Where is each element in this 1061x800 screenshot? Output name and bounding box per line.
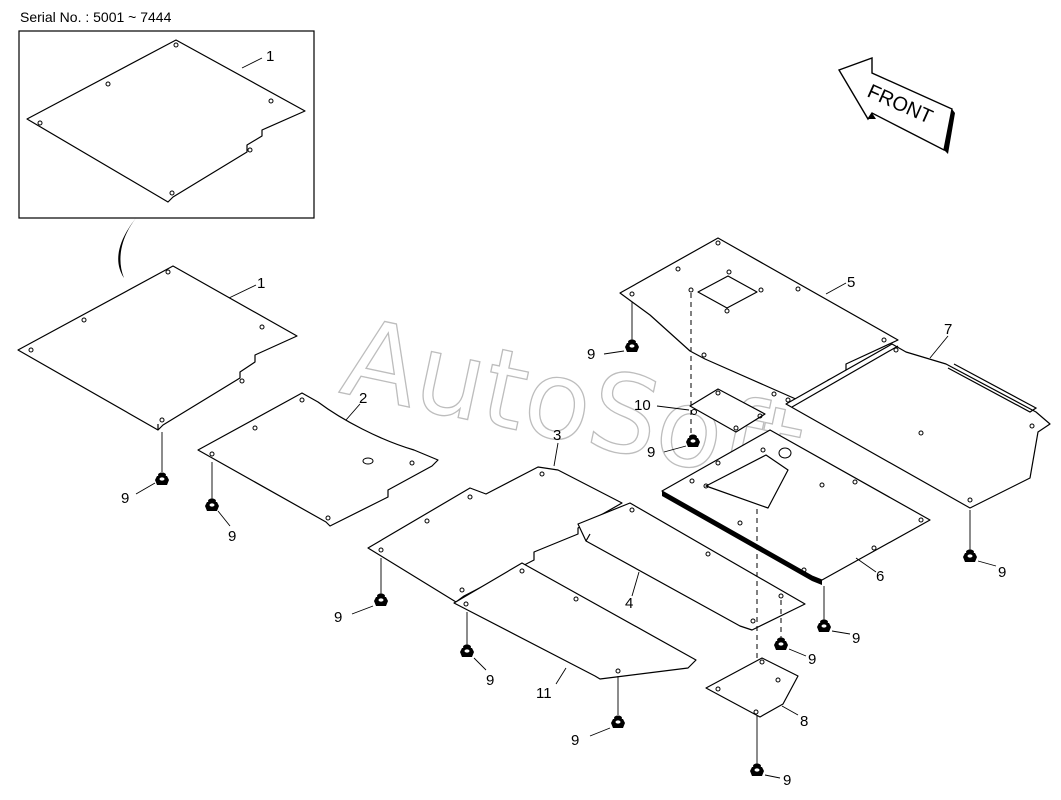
serial-inset: 1	[18, 30, 315, 219]
callout-bolt-9: 9	[121, 490, 129, 507]
callout-part-1: 1	[257, 275, 265, 292]
callout-bolt-9: 9	[334, 609, 342, 626]
callout-bolt-9: 9	[486, 672, 494, 689]
callout-part-8: 8	[800, 713, 808, 730]
bolt-icon	[750, 763, 764, 776]
front-arrow: FRONT	[837, 57, 955, 154]
bolt-icon	[817, 619, 831, 632]
floor-plate-2: 2 9	[197, 390, 439, 545]
bolt-icon	[774, 637, 788, 650]
callout-part-11: 11	[536, 685, 552, 702]
callout-part-5: 5	[847, 274, 855, 291]
bolt-icon	[625, 339, 639, 352]
callout-bolt-9: 9	[852, 630, 860, 647]
serial-number-label: Serial No. : 5001 ~ 7444	[20, 9, 172, 25]
callout-part-7: 7	[944, 321, 952, 338]
callout-bolt-9: 9	[998, 564, 1006, 581]
callout-part-10: 10	[634, 397, 651, 414]
bolt-icon	[374, 593, 388, 606]
callout-part-4: 4	[625, 595, 633, 612]
floor-plate-1: 1 9	[17, 265, 298, 507]
inset-pointer	[118, 218, 136, 278]
callout-inset-1: 1	[266, 48, 274, 65]
bolt-icon	[155, 472, 169, 485]
callout-bolt-9: 9	[228, 528, 236, 545]
floor-plate-11: 11 9 9	[453, 562, 697, 749]
callout-bolt-9: 9	[783, 772, 791, 789]
floor-plate-3: 3 9	[334, 427, 623, 626]
bolt-icon	[611, 715, 625, 728]
callout-bolt-9: 9	[647, 444, 655, 461]
cover-plate-10: 10 9	[634, 293, 766, 461]
floor-plate-4: 4 9	[577, 502, 816, 668]
callout-bolt-9: 9	[808, 651, 816, 668]
floor-plate-7: 7 9	[785, 321, 1051, 581]
bolt-icon	[205, 498, 219, 511]
callout-part-3: 3	[553, 427, 561, 444]
bolt-icon	[460, 644, 474, 657]
callout-bolt-9: 9	[571, 732, 579, 749]
callout-part-2: 2	[359, 390, 367, 407]
callout-part-6: 6	[876, 568, 884, 585]
cover-plate-8: 8 9	[705, 509, 808, 789]
callout-bolt-9: 9	[587, 346, 595, 363]
bolt-icon	[963, 549, 977, 562]
floor-plate-6: 6 9	[661, 429, 931, 647]
